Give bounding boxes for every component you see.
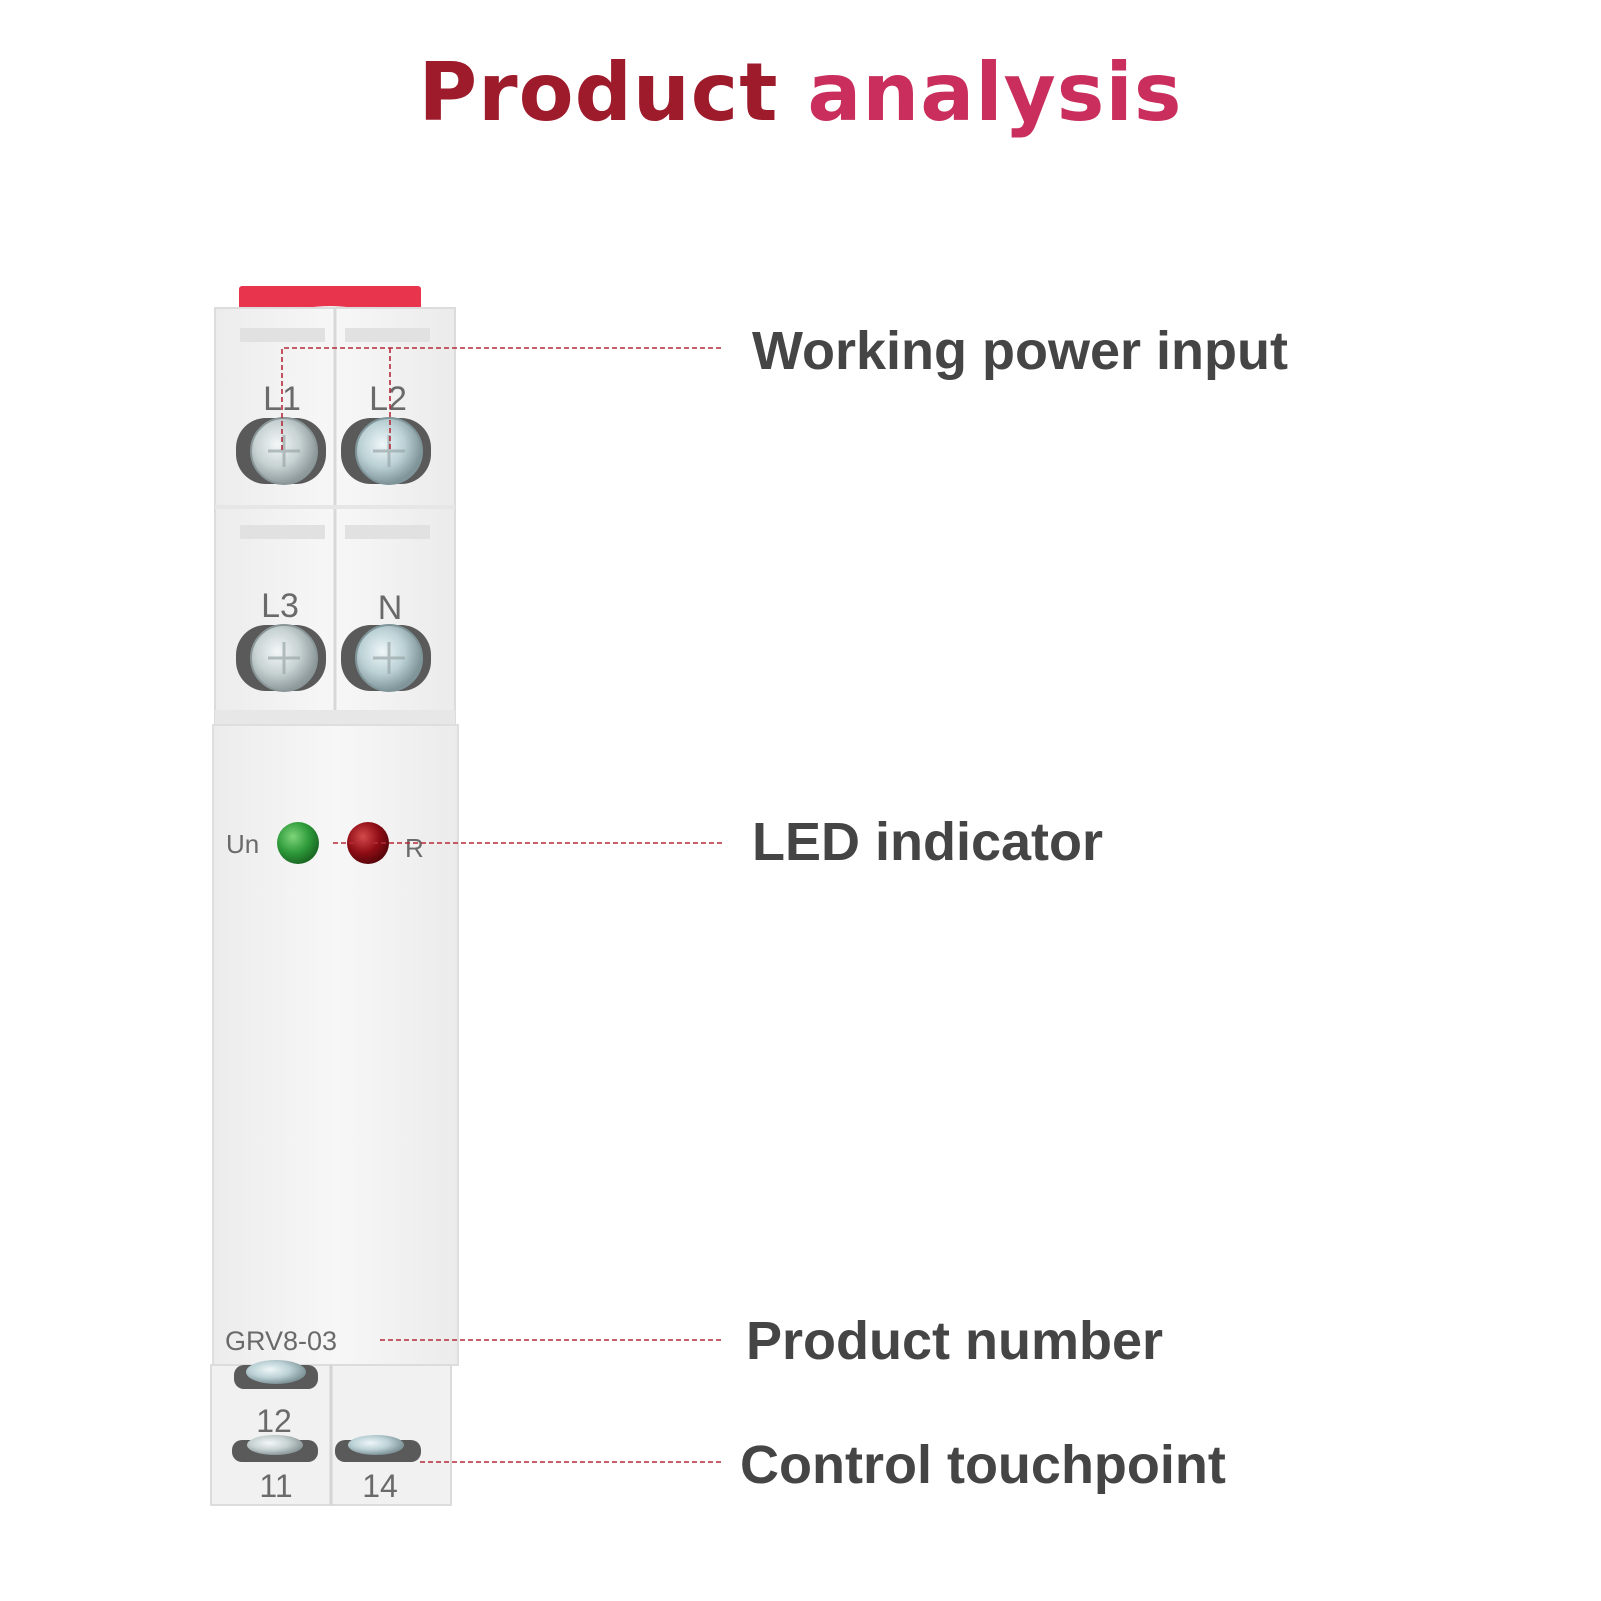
terminal-label-l3: L3: [261, 587, 299, 625]
relay-front-panel: [212, 724, 459, 1366]
led-label-un: Un: [226, 829, 259, 859]
led-label-r: R: [405, 833, 424, 863]
terminal-label-l2: L2: [369, 380, 407, 418]
page-title: Product analysis: [0, 46, 1601, 139]
terminal-label-12: 12: [256, 1403, 292, 1439]
callout-control-touchpoint: Control touchpoint: [740, 1435, 1226, 1495]
callout-product-number: Product number: [746, 1311, 1164, 1371]
title-word-analysis: analysis: [807, 46, 1183, 139]
callout-working-power-input: Working power input: [752, 321, 1288, 381]
model-number: GRV8-03: [225, 1326, 337, 1356]
title-word-product: Product: [418, 46, 779, 139]
terminal-label-n: N: [378, 589, 403, 627]
terminal-label-11: 11: [259, 1468, 292, 1504]
leader-lines: [281, 347, 722, 1463]
led-un-green: [277, 822, 319, 864]
callout-led-indicator: LED indicator: [752, 812, 1104, 872]
terminal-label-14: 14: [362, 1468, 398, 1504]
